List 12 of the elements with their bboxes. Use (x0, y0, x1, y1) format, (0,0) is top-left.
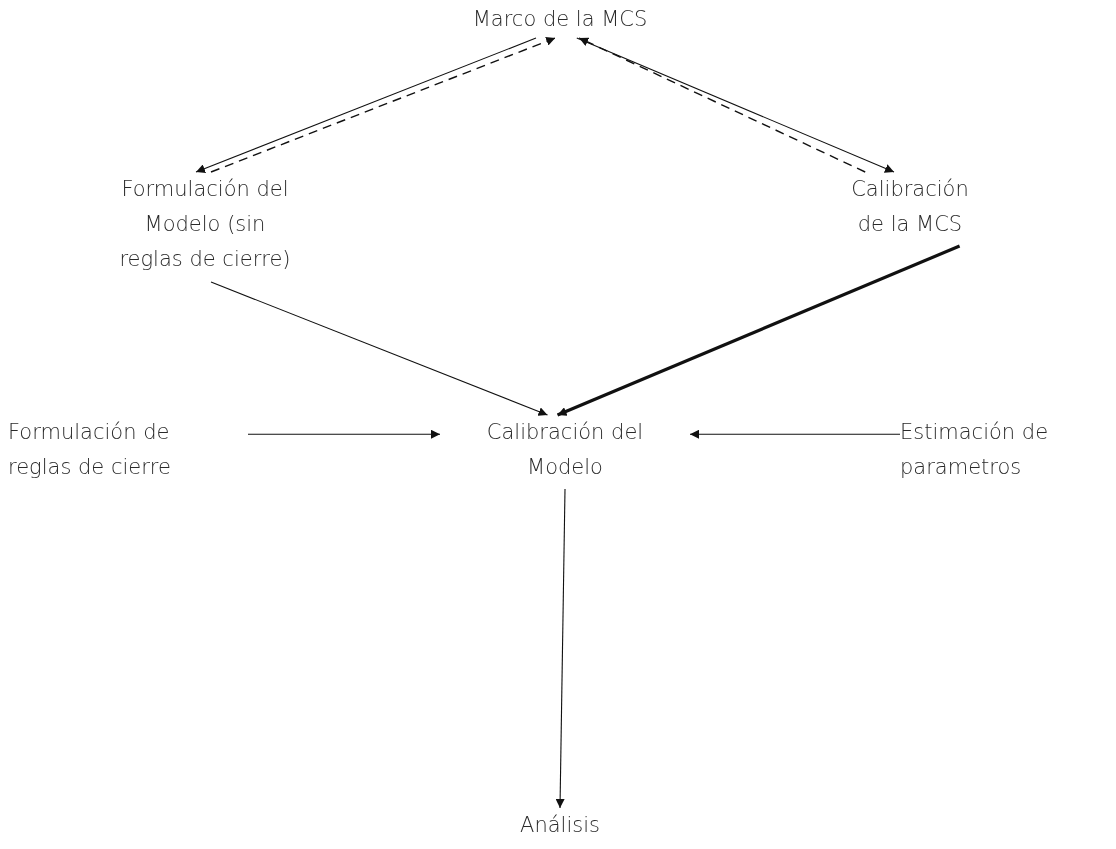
node-label: Calibración de la MCS (850, 176, 970, 238)
node-label: Formulación del Modelo (sin reglas de cierre) (118, 176, 292, 273)
arrow (556, 244, 961, 417)
node-label: Estimación de parametros (900, 419, 1050, 481)
arrow (210, 281, 549, 416)
node-label: Análisis (520, 812, 600, 839)
node-label: Marco de la MCS (472, 6, 648, 33)
arrow (689, 429, 901, 439)
arrow (555, 488, 566, 809)
arrow (247, 429, 441, 439)
node-label: Calibración del Modelo (485, 419, 645, 481)
node-label: Formulación de reglas de cierre (8, 419, 172, 481)
